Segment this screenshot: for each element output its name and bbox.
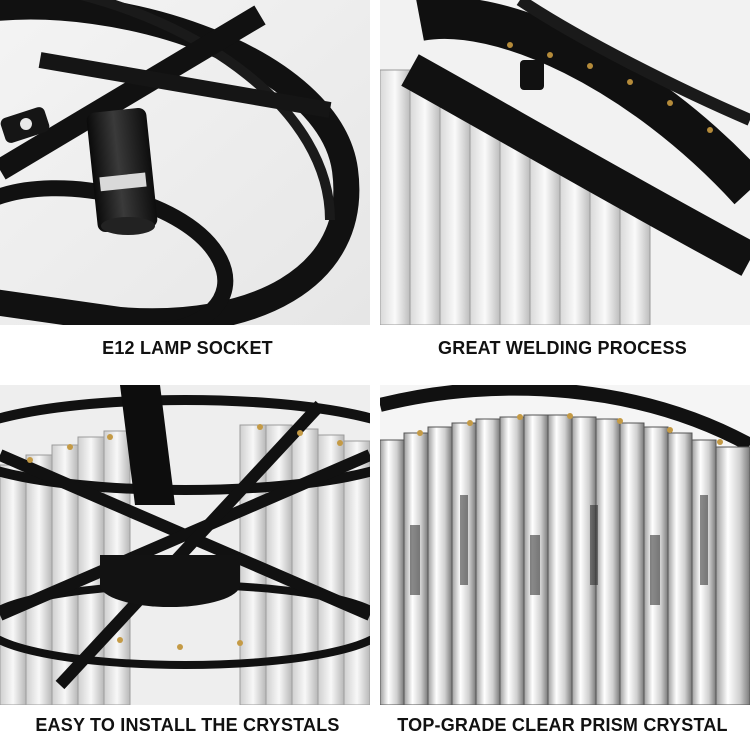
photo-install-crystals (0, 385, 370, 705)
caption-welding-process: GREAT WELDING PROCESS (438, 338, 687, 358)
caption-install-crystals: EASY TO INSTALL THE CRYSTALS (35, 715, 340, 735)
photo-welding-ring (380, 0, 750, 325)
caption-prism-crystal: TOP-GRADE CLEAR PRISM CRYSTAL (397, 715, 728, 735)
photo-lamp-socket (0, 0, 370, 325)
photo-prism-crystal (380, 385, 750, 705)
caption-lamp-socket: E12 LAMP SOCKET (102, 338, 273, 358)
